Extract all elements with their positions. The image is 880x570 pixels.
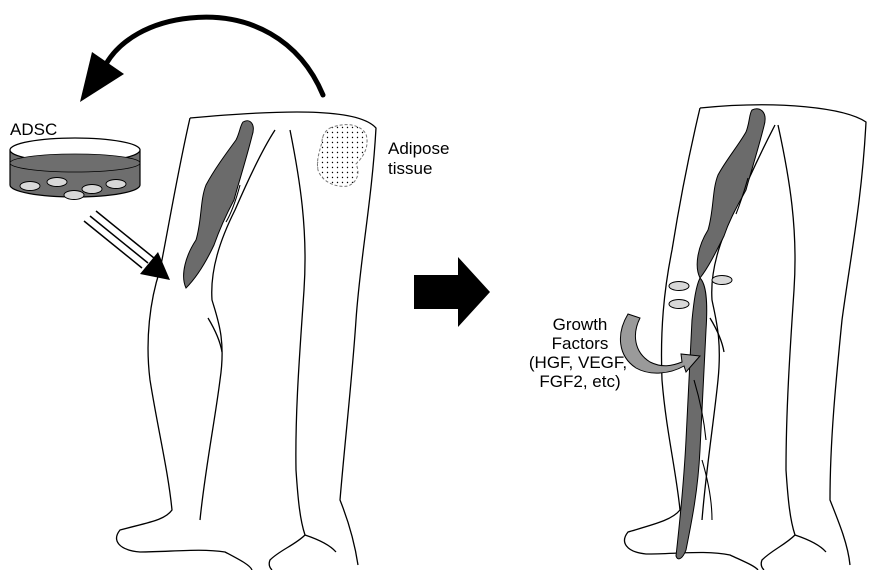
dish-cell <box>20 182 40 191</box>
left-blood-vessel <box>184 121 254 288</box>
right-leg-inner-back <box>761 125 795 570</box>
growth-factors-line2: Factors <box>520 334 640 353</box>
injection-arrow <box>84 211 170 280</box>
growth-factors-line3: (HGF, VEGF, <box>508 353 648 372</box>
left-leg-foot-line <box>305 535 336 552</box>
right-blood-vessel-upper <box>697 109 765 278</box>
dish-cell <box>47 178 67 187</box>
engrafted-cell <box>669 282 689 291</box>
adipose-label-line2: tissue <box>388 159 432 178</box>
engrafted-cell <box>712 276 732 285</box>
dish-cell <box>82 185 102 194</box>
dish-cell <box>64 191 84 200</box>
harvest-arrow-head <box>80 52 124 102</box>
adsc-label: ADSC <box>10 120 57 139</box>
growth-factors-line1: Growth <box>520 315 640 334</box>
left-leg-inner-back <box>269 130 305 570</box>
adipose-label-line1: Adipose <box>388 139 449 158</box>
harvest-curved-arrow <box>106 17 323 95</box>
left-leg-knee <box>208 318 222 352</box>
dish-cell <box>106 180 126 189</box>
transition-arrow <box>414 257 490 327</box>
adipose-tissue-patch <box>317 125 367 187</box>
growth-factors-line4: FGF2, etc) <box>520 372 640 391</box>
right-leg-foot-line <box>795 535 826 552</box>
engrafted-cell <box>669 300 689 309</box>
culture-dish <box>10 138 140 200</box>
